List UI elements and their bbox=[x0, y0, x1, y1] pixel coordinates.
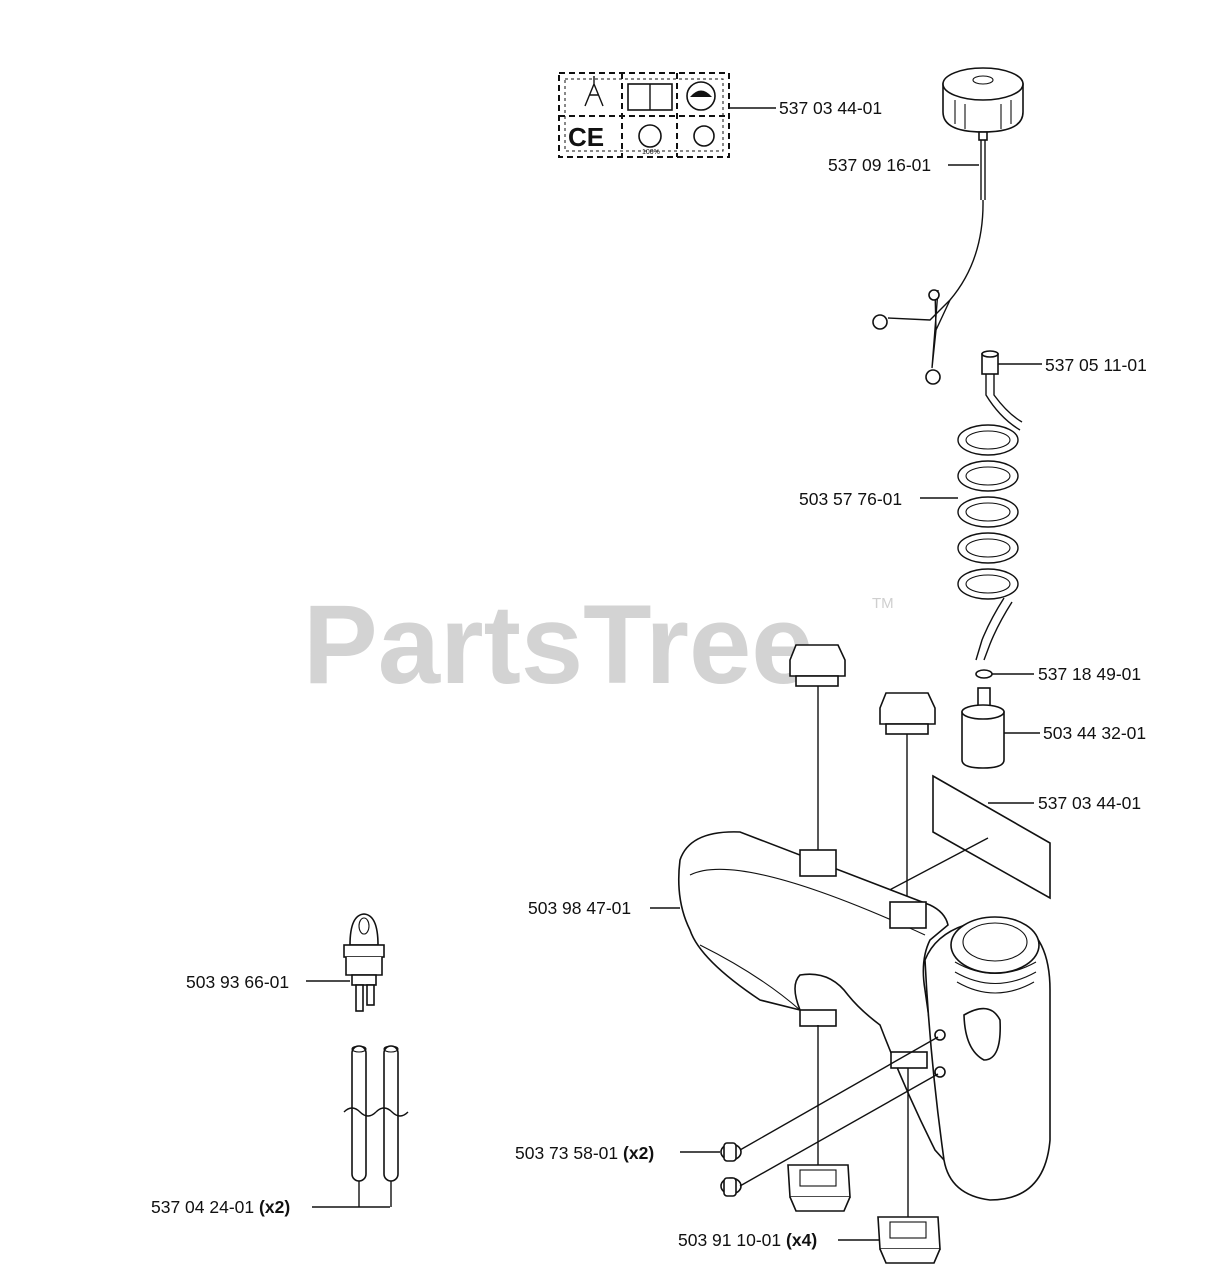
leader-tube bbox=[312, 1181, 392, 1208]
svg-text:100%: 100% bbox=[642, 149, 660, 156]
watermark-brand: PartsTree bbox=[303, 582, 814, 707]
callout-decal-sheet: 537 03 44-01 bbox=[779, 98, 882, 118]
leader-decal-to-tank bbox=[879, 837, 989, 896]
callout-tube-qty: (x2) bbox=[259, 1197, 290, 1217]
callout-screw-qty: (x2) bbox=[623, 1143, 654, 1163]
damper-top-right-drawing bbox=[879, 692, 936, 735]
leader-screw-to-boss-b bbox=[739, 1073, 939, 1187]
damper-bottom-right-drawing bbox=[877, 1216, 941, 1264]
screw-drawing bbox=[720, 1142, 742, 1197]
callout-fuel-hose: 503 57 76-01 bbox=[799, 489, 902, 509]
o-ring-drawing bbox=[975, 669, 993, 679]
callout-decal-tank: 537 03 44-01 bbox=[1038, 793, 1141, 813]
damper-top-left-drawing bbox=[789, 644, 846, 687]
callout-primer-bulb: 503 93 66-01 bbox=[186, 972, 289, 992]
decal-tank-drawing bbox=[932, 774, 1051, 900]
callout-damper-part: 503 91 10-01 bbox=[678, 1230, 781, 1250]
callout-tube: 537 04 24-01 (x2) bbox=[151, 1197, 290, 1217]
callout-damper: 503 91 10-01 (x4) bbox=[678, 1230, 817, 1250]
callout-screw: 503 73 58-01 (x2) bbox=[515, 1143, 654, 1163]
fuel-tank-drawing bbox=[677, 831, 1051, 1201]
callout-fuel-tank: 503 98 47-01 bbox=[528, 898, 631, 918]
callout-tube-part: 537 04 24-01 bbox=[151, 1197, 254, 1217]
hose-end-drawing bbox=[981, 350, 999, 375]
fuel-hose-drawing bbox=[957, 374, 1023, 661]
watermark-trademark: TM bbox=[872, 595, 894, 612]
decal-sheet-drawing: CE 100% bbox=[558, 72, 730, 158]
callout-o-ring: 537 18 49-01 bbox=[1038, 664, 1141, 684]
callout-damper-qty: (x4) bbox=[786, 1230, 817, 1250]
damper-bottom-left-drawing bbox=[787, 1164, 851, 1212]
fuel-cap-drawing bbox=[872, 67, 1024, 385]
primer-bulb-drawing bbox=[343, 913, 385, 1012]
callout-hose-end: 537 05 11-01 bbox=[1045, 355, 1147, 375]
tube-drawing bbox=[343, 1045, 409, 1182]
leader-screw-to-boss-a bbox=[739, 1036, 939, 1151]
callout-fuel-filter: 503 44 32-01 bbox=[1043, 723, 1146, 743]
callout-screw-part: 503 73 58-01 bbox=[515, 1143, 618, 1163]
svg-text:CE: CE bbox=[568, 122, 604, 152]
fuel-filter-drawing bbox=[961, 687, 1005, 769]
callout-fuel-cap: 537 09 16-01 bbox=[828, 155, 931, 175]
